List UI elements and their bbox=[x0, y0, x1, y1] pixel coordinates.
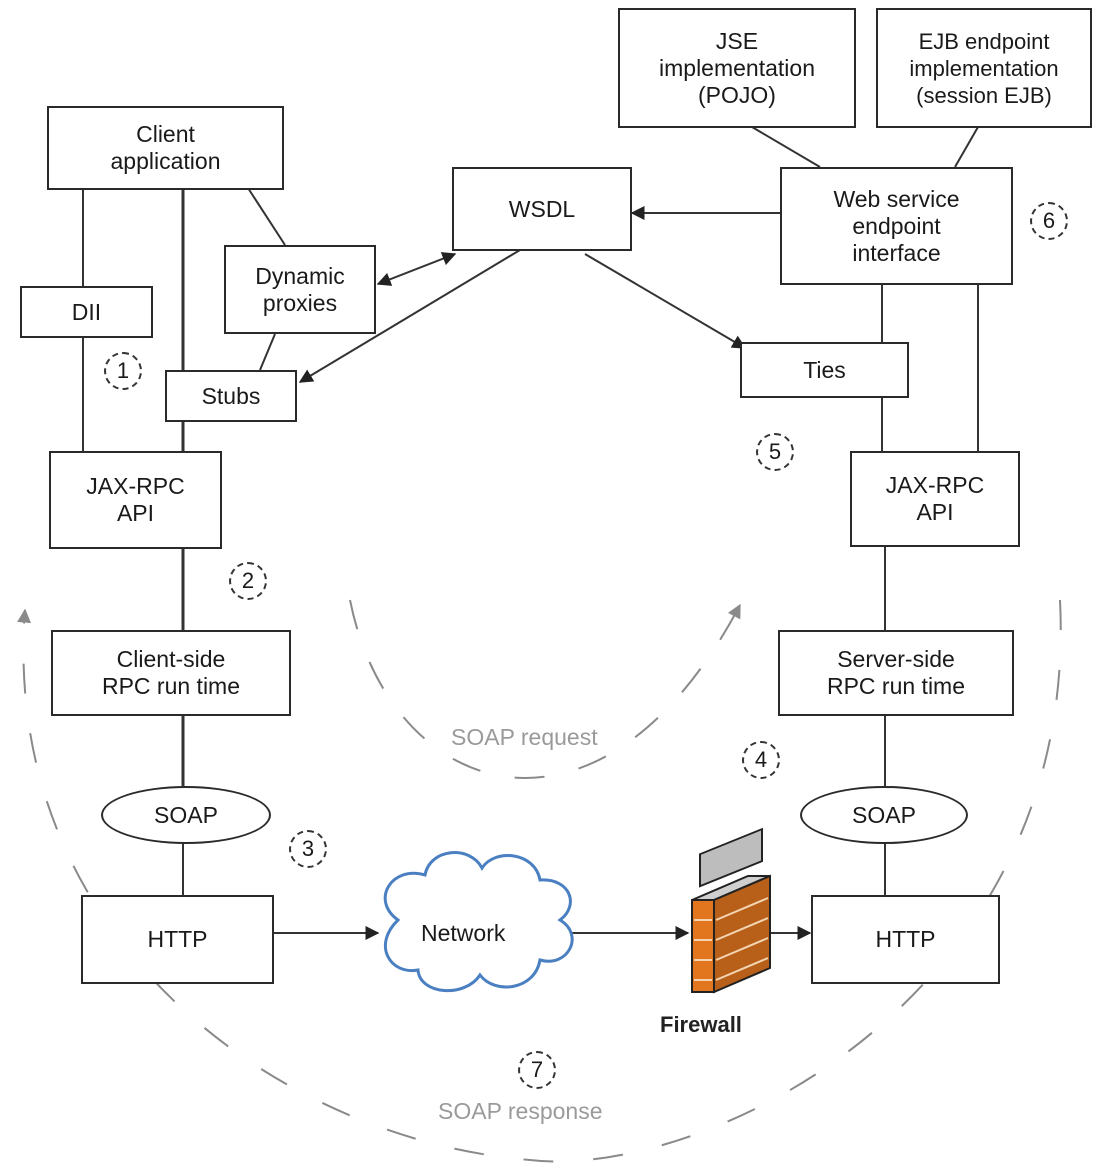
client-http-box: HTTP bbox=[81, 895, 274, 984]
server-soap-ellipse: SOAP bbox=[800, 786, 968, 844]
step-5-marker: 5 bbox=[756, 433, 794, 471]
ejb-line3: (session EJB) bbox=[916, 82, 1052, 108]
jse-implementation-box: JSE implementation (POJO) bbox=[618, 8, 856, 128]
client-runtime-line1: Client-side bbox=[116, 646, 226, 672]
server-api-line1: JAX-RPC bbox=[885, 472, 985, 498]
client-runtime-line2: RPC run time bbox=[101, 673, 241, 699]
step-7-marker: 7 bbox=[518, 1051, 556, 1089]
server-api-line2: API bbox=[916, 499, 954, 525]
soap-response-label: SOAP response bbox=[438, 1098, 603, 1124]
client-app-line2: application bbox=[110, 148, 221, 174]
ejb-line1: EJB endpoint bbox=[918, 28, 1050, 54]
wsdl-label: WSDL bbox=[508, 195, 576, 222]
network-cloud bbox=[383, 851, 574, 992]
arrow-wsdl-dynamic bbox=[376, 252, 457, 286]
arrow-wsdl-ties bbox=[584, 253, 747, 349]
server-jaxrpc-api-box: JAX-RPC API bbox=[850, 451, 1020, 547]
client-api-line2: API bbox=[116, 500, 155, 526]
soap-request-label: SOAP request bbox=[451, 724, 598, 750]
arrow-wsdl-stubs bbox=[298, 249, 521, 383]
ties-box: Ties bbox=[740, 342, 909, 398]
ejb-implementation-box: EJB endpoint implementation (session EJB… bbox=[876, 8, 1092, 128]
stubs-label: Stubs bbox=[201, 382, 261, 409]
server-soap-label: SOAP bbox=[852, 801, 916, 828]
step-6-marker: 6 bbox=[1030, 202, 1068, 240]
step-3-marker: 3 bbox=[289, 830, 327, 868]
client-app-line1: Client bbox=[136, 121, 195, 147]
client-api-line1: JAX-RPC bbox=[86, 473, 185, 499]
sei-line2: endpoint bbox=[852, 212, 941, 239]
step-1-marker: 1 bbox=[104, 352, 142, 390]
dii-label: DII bbox=[71, 298, 102, 325]
sei-box: Web service endpoint interface bbox=[780, 167, 1013, 285]
firewall-icon bbox=[691, 827, 771, 994]
stubs-box: Stubs bbox=[165, 370, 297, 422]
sei-line3: interface bbox=[852, 239, 941, 266]
server-runtime-line2: RPC run time bbox=[826, 673, 966, 699]
jse-line2: implementation bbox=[659, 54, 815, 81]
connector-dynamic-stubs bbox=[259, 333, 276, 371]
client-soap-label: SOAP bbox=[154, 801, 218, 828]
soap-response-arc bbox=[17, 599, 1062, 1163]
jse-line3: (POJO) bbox=[698, 81, 776, 108]
network-label: Network bbox=[421, 920, 506, 946]
client-soap-ellipse: SOAP bbox=[101, 786, 271, 844]
step-4-marker: 4 bbox=[742, 741, 780, 779]
server-http-label: HTTP bbox=[875, 926, 936, 952]
client-http-label: HTTP bbox=[147, 926, 208, 952]
client-jaxrpc-api-box: JAX-RPC API bbox=[49, 451, 222, 549]
dii-box: DII bbox=[20, 286, 153, 338]
jse-line1: JSE bbox=[715, 27, 759, 54]
connector-app-dynamic bbox=[247, 187, 286, 246]
client-application-box: Client application bbox=[47, 106, 284, 190]
connector-jse-sei bbox=[751, 126, 821, 168]
dynamic-proxies-box: Dynamic proxies bbox=[224, 245, 376, 334]
step-2-marker: 2 bbox=[229, 562, 267, 600]
server-http-box: HTTP bbox=[811, 895, 1000, 984]
dynamic-line1: Dynamic bbox=[255, 262, 345, 289]
soap-request-arc bbox=[349, 599, 741, 779]
wsdl-box: WSDL bbox=[452, 167, 632, 251]
connector-ejb-sei bbox=[954, 126, 979, 168]
firewall-label: Firewall bbox=[660, 1012, 742, 1037]
ties-label: Ties bbox=[803, 356, 846, 383]
ejb-line2: implementation bbox=[909, 55, 1059, 81]
server-runtime-box: Server-side RPC run time bbox=[778, 630, 1014, 716]
sei-line1: Web service bbox=[833, 185, 960, 212]
client-runtime-box: Client-side RPC run time bbox=[51, 630, 291, 716]
server-runtime-line1: Server-side bbox=[837, 646, 955, 672]
dynamic-line2: proxies bbox=[262, 289, 338, 316]
